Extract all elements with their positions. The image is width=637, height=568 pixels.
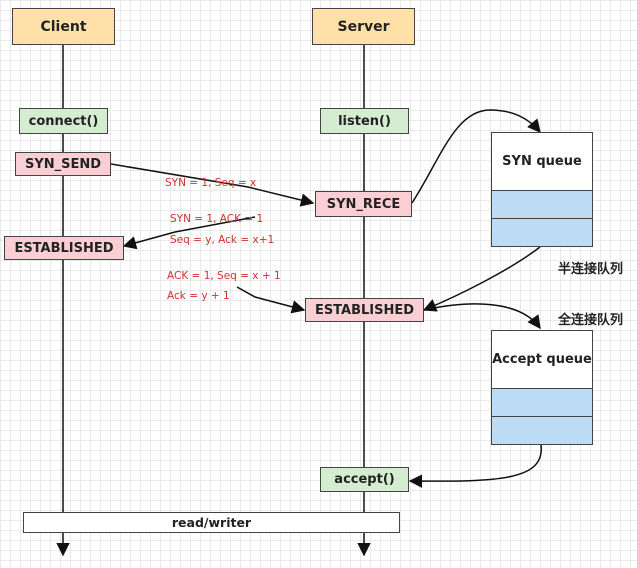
accept-queue-slot [492,388,592,416]
accept-queue-slot [492,416,592,444]
server-syn-rece-state: SYN_RECE [315,191,412,217]
synack-message-label-1: SYN = 1, ACK = 1 [170,213,264,225]
client-established-state: ESTABLISHED [4,236,124,260]
read-writer-bar: read/writer [23,512,400,533]
queue-to-established-arrow [422,246,541,312]
server-established-state: ESTABLISHED [305,298,424,322]
syn-queue-caption: 半连接队列 [558,262,624,277]
accept-queue-title: Accept queue [492,352,592,367]
established-to-accept-queue-arrow [423,303,541,330]
syn-arrow [110,163,315,207]
client-header: Client [12,8,115,45]
accept-queue-caption: 全连接队列 [558,313,624,328]
syn-queue-slot [492,218,592,246]
accept-call: accept() [320,467,409,492]
ack-message-label-2: Ack = y + 1 [167,290,230,302]
ack-arrow [236,286,306,314]
syn-to-queue-arrow [411,109,541,204]
syn-message-label: SYN = 1, Seq = x [165,177,257,189]
syn-queue-title: SYN queue [502,154,582,169]
ack-message-label-1: ACK = 1, Seq = x + 1 [167,270,281,282]
connect-call: connect() [19,108,108,134]
syn-queue-slot [492,190,592,218]
synack-message-label-2: Seq = y, Ack = x+1 [170,234,275,246]
listen-call: listen() [320,108,409,134]
server-header: Server [312,8,415,45]
client-syn-send-state: SYN_SEND [15,152,111,176]
synack-arrow [122,216,256,250]
syn-queue: SYN queue [491,132,593,247]
accept-queue-to-accept-arrow [408,444,542,488]
accept-queue: Accept queue [491,330,593,445]
